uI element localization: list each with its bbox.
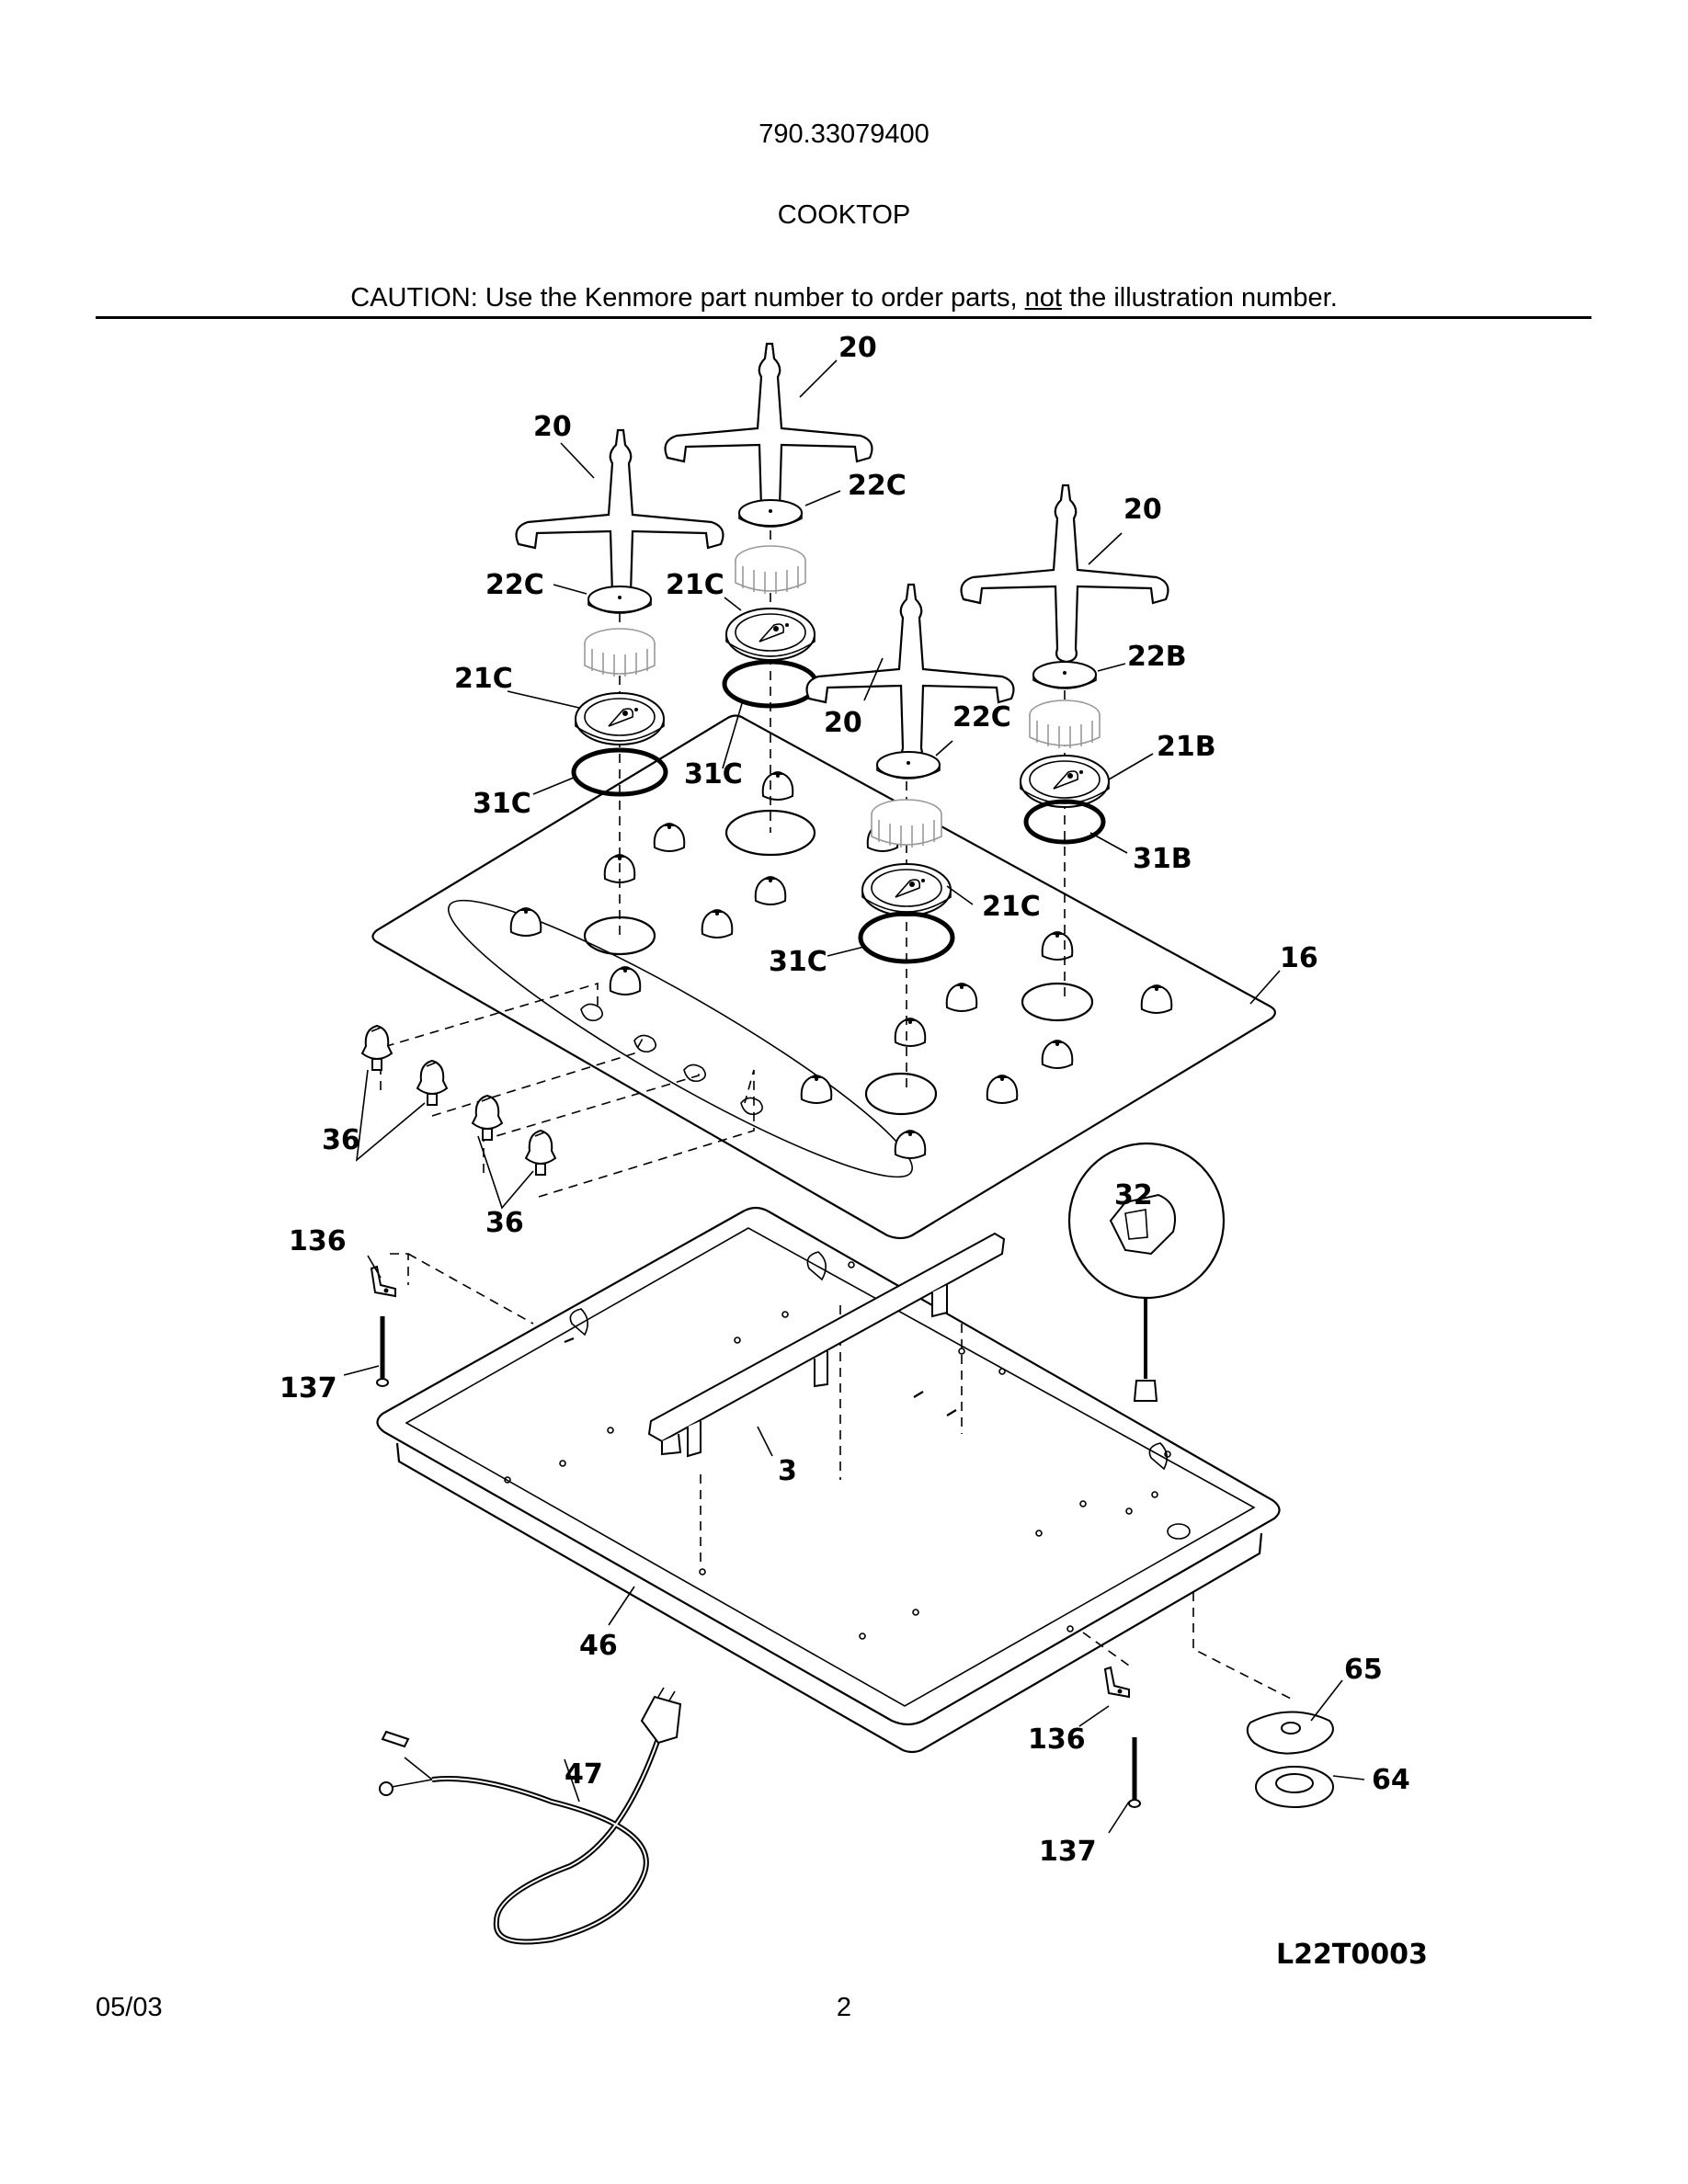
bracket-left bbox=[371, 1266, 396, 1297]
callout-grate-center: 20 bbox=[824, 707, 862, 739]
leader-lines bbox=[343, 359, 1365, 1834]
ring-right bbox=[1023, 799, 1106, 845]
callout-cap-right: 22B bbox=[1127, 641, 1187, 673]
callout-cap-top: 22C bbox=[848, 470, 907, 502]
spreader-right bbox=[1029, 700, 1101, 749]
grommet-64 bbox=[1255, 1766, 1334, 1808]
assembly-guide-lines bbox=[380, 515, 1292, 1700]
grommet-65 bbox=[1246, 1711, 1334, 1755]
grate-top bbox=[664, 342, 873, 522]
screw-left bbox=[377, 1316, 388, 1386]
callout-power-cord: 47 bbox=[565, 1758, 603, 1791]
callout-head-center: 21C bbox=[982, 891, 1041, 923]
ring-left bbox=[571, 747, 668, 797]
callout-grommet-bottom: 64 bbox=[1372, 1764, 1410, 1796]
callout-ring-top: 31C bbox=[684, 758, 743, 791]
bracket-right bbox=[1104, 1666, 1130, 1698]
spreader-center bbox=[871, 799, 942, 848]
cooktop-glass bbox=[371, 714, 1276, 1240]
head-left bbox=[575, 692, 665, 745]
burner-box bbox=[376, 1206, 1281, 1754]
control-knobs bbox=[355, 1025, 556, 1210]
ring-top bbox=[722, 659, 819, 709]
head-center bbox=[861, 863, 952, 916]
callout-ring-right: 31B bbox=[1133, 843, 1192, 875]
ring-center bbox=[858, 911, 955, 964]
callout-cap-center: 22C bbox=[952, 701, 1011, 734]
callout-ring-center: 31C bbox=[769, 946, 827, 978]
callout-head-left: 21C bbox=[454, 663, 513, 695]
spreader-top bbox=[735, 545, 806, 595]
callout-screw-right: 137 bbox=[1039, 1836, 1097, 1868]
callout-igniter-switch: 32 bbox=[1114, 1179, 1153, 1211]
callout-head-right: 21B bbox=[1157, 731, 1216, 763]
callout-cooktop-glass: 16 bbox=[1280, 942, 1318, 974]
burner-right bbox=[960, 483, 1169, 845]
callout-knobs-lower: 36 bbox=[485, 1207, 524, 1239]
callout-knobs-upper: 36 bbox=[322, 1124, 360, 1156]
callout-ring-left: 31C bbox=[473, 788, 531, 820]
footer-date: 05/03 bbox=[96, 1993, 163, 2022]
cap-top bbox=[738, 499, 803, 528]
burner-center bbox=[805, 583, 1015, 964]
callout-manifold: 3 bbox=[778, 1455, 797, 1487]
section-title: COOKTOP bbox=[777, 200, 911, 230]
model-number: 790.33079400 bbox=[758, 119, 930, 149]
callout-screw-left: 137 bbox=[279, 1372, 337, 1405]
manifold-bracket bbox=[647, 1232, 1006, 1458]
footer-page-number: 2 bbox=[836, 1993, 852, 2022]
callout-burner-box: 46 bbox=[579, 1630, 618, 1662]
igniter-switch bbox=[1067, 1142, 1226, 1402]
power-cord bbox=[379, 1687, 682, 1945]
callout-bracket-right: 136 bbox=[1028, 1723, 1086, 1756]
cap-left bbox=[587, 586, 652, 614]
spreader-left bbox=[584, 628, 656, 677]
callout-grate-right: 20 bbox=[1123, 494, 1162, 526]
header-rule bbox=[96, 316, 1591, 319]
burner-left bbox=[515, 428, 724, 797]
callout-labels: 20 20 20 20 22C 22C 22C 22B 21C 21C 21C … bbox=[279, 332, 1428, 1971]
callout-grommet-top: 65 bbox=[1344, 1654, 1383, 1686]
callout-grate-top: 20 bbox=[838, 332, 877, 364]
screw-right bbox=[1129, 1737, 1140, 1807]
callout-head-top: 21C bbox=[666, 569, 724, 601]
caution-text-end: the illustration number. bbox=[1061, 283, 1338, 313]
caution-text-start: CAUTION: Use the Kenmore part number to … bbox=[350, 283, 1025, 313]
head-top bbox=[725, 608, 815, 661]
cap-center bbox=[876, 751, 941, 779]
callout-grate-left: 20 bbox=[533, 411, 572, 443]
caution-note: CAUTION: Use the Kenmore part number to … bbox=[0, 283, 1688, 313]
illustration-id: L22T0003 bbox=[1276, 1939, 1428, 1971]
cap-right bbox=[1032, 661, 1097, 689]
callout-cap-left: 22C bbox=[485, 569, 544, 601]
callout-bracket-left: 136 bbox=[289, 1225, 347, 1257]
caution-text-underlined: not bbox=[1024, 283, 1062, 313]
